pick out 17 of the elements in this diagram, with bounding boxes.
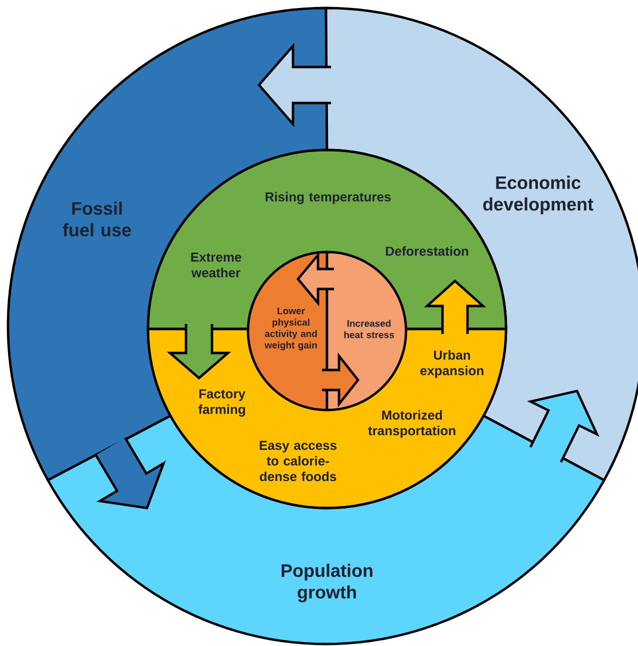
block-arrow	[166, 322, 232, 380]
block-arrow	[296, 252, 336, 306]
block-arrow	[257, 42, 332, 128]
region-label: Easy access to calorie-dense foods	[260, 440, 336, 482]
region-label: Population growth	[282, 564, 372, 602]
region-label: Extreme weather	[191, 252, 242, 278]
region-label: Fossil fuel use	[62, 202, 131, 236]
region-label: Increased heat stress	[344, 320, 394, 338]
region-label: Economic development	[483, 176, 594, 214]
region-label: Urban expansion	[420, 350, 484, 378]
block-arrow	[424, 279, 486, 336]
region-label: Lower physical activity and weight gain	[264, 308, 317, 350]
block-arrow	[320, 352, 360, 408]
region-label: Rising temperatures	[266, 192, 391, 204]
region-label: Factory farming	[198, 389, 246, 417]
region-label: Deforestation	[386, 246, 468, 256]
region-label: Motorized transportation	[368, 410, 456, 438]
